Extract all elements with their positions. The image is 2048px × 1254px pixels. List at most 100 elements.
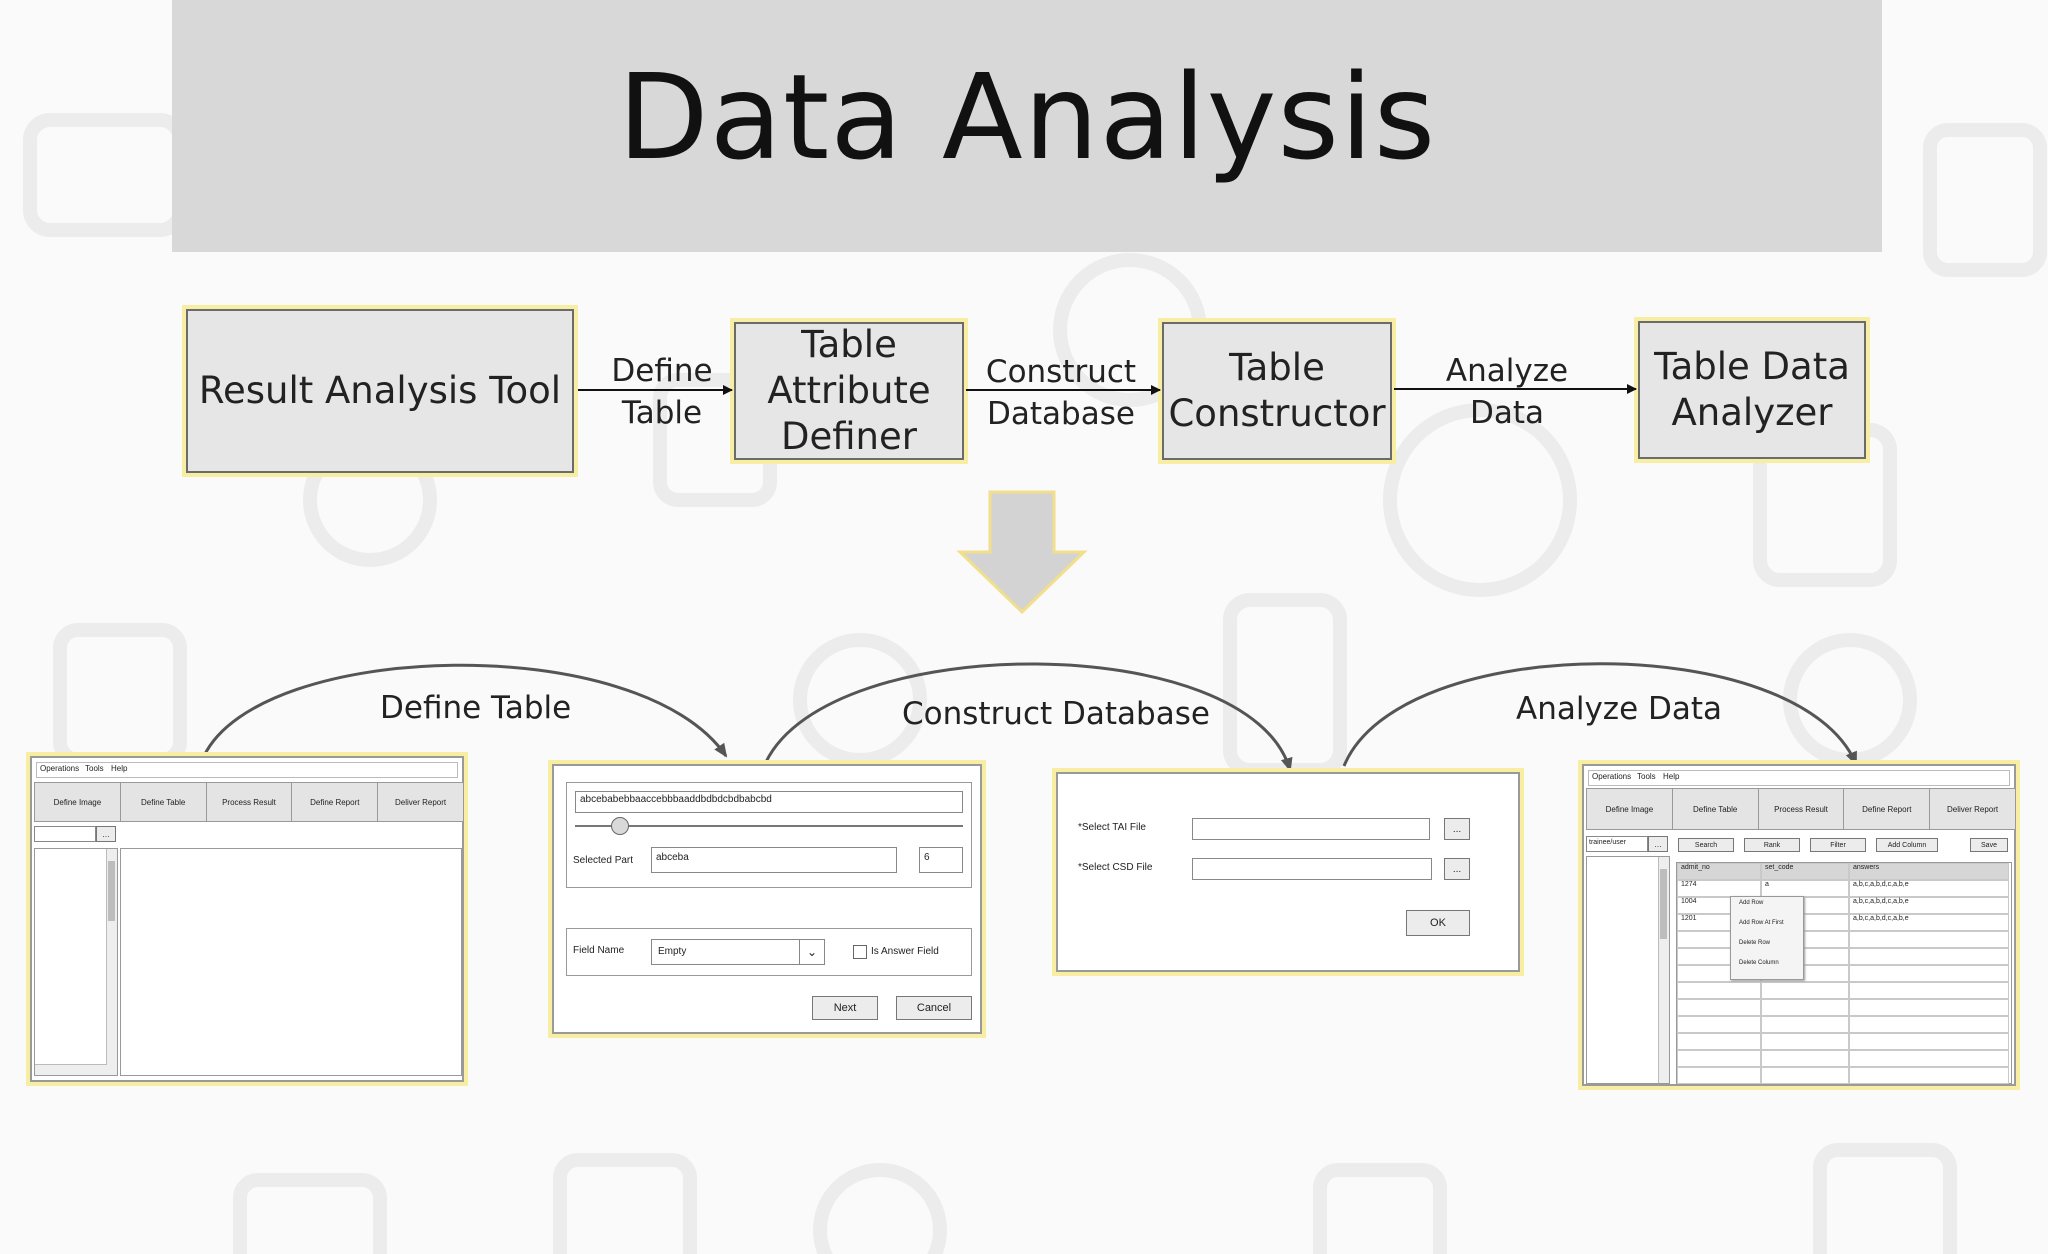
table-data-analyzer-window: Operations Tools Help Define Image Defin… [1582,764,2016,1086]
table-cell[interactable] [1849,1033,2009,1050]
flow-box-result-analysis-tool: Result Analysis Tool [186,309,574,473]
cancel-button[interactable]: Cancel [896,996,972,1020]
tai-file-label: *Select TAI File [1078,822,1146,833]
table-cell[interactable]: a,b,c,a,b,d,c,a,b,e [1849,880,2009,897]
tab-process-result[interactable]: Process Result [207,783,293,821]
table-cell[interactable] [1677,982,1761,999]
table-cell[interactable] [1761,1050,1849,1067]
tab-define-table[interactable]: Define Table [1673,789,1759,829]
table-cell[interactable] [1677,999,1761,1016]
table-cell[interactable] [1761,982,1849,999]
flow-box-table-data-analyzer: Table Data Analyzer [1638,321,1866,459]
ok-button[interactable]: OK [1406,910,1470,936]
table-cell[interactable] [1677,1033,1761,1050]
filter-button[interactable]: Filter [1810,838,1866,852]
context-menu: Add Row Add Row At First Delete Row Dele… [1730,896,1804,980]
column-header[interactable]: admit_no [1677,863,1761,880]
selected-part-field[interactable]: abceba [651,847,897,873]
table-cell[interactable] [1849,948,2009,965]
part-selection-group: abcebabebbaaccebbbaaddbdbdcbdbabcbd Sele… [566,782,972,888]
table-cell[interactable] [1849,931,2009,948]
tab-define-image[interactable]: Define Image [1587,789,1673,829]
tab-deliver-report[interactable]: Deliver Report [395,797,447,807]
tab-define-report[interactable]: Define Report [292,783,379,821]
table-cell[interactable] [1849,1016,2009,1033]
add-column-button[interactable]: Add Column [1876,838,1938,852]
table-cell[interactable] [1761,1067,1849,1084]
table-attribute-window: abcebabebbaaccebbbaaddbdbdcbdbabcbd Sele… [552,764,982,1034]
selector-button[interactable]: … [96,826,116,842]
field-name-dropdown[interactable]: Empty ⌄ [651,939,825,965]
answer-string-value: abcebabebbaaccebbbaaddbdbdcbdbabcbd [580,794,772,805]
tab-define-table[interactable]: Define Table [121,783,207,821]
slider-thumb[interactable] [611,817,629,835]
arc-label-construct-database: Construct Database [902,696,1210,732]
flow-box-table-attribute-definer: Table Attribute Definer [734,322,964,460]
tab-process-result[interactable]: Process Result [1759,789,1845,829]
vertical-scrollbar[interactable] [106,849,117,1075]
answer-string-field[interactable]: abcebabebbaaccebbbaaddbdbdcbdbabcbd [575,791,963,813]
tab-bar: Define Image Define Table Process Result… [34,782,464,822]
edge-label-analyze-data: Analyze Data [1445,353,1569,431]
user-select-field[interactable]: trainee/user [1586,836,1648,852]
tab-bar: Define Image Define Table Process Result… [1586,788,2016,830]
table-cell[interactable] [1849,982,2009,999]
part-number-field[interactable]: 6 [919,847,963,873]
page-title: Data Analysis [617,48,1437,186]
tab-define-report[interactable]: Define Report [1844,789,1931,829]
column-header[interactable]: set_code [1761,863,1849,880]
table-cell[interactable] [1677,1067,1761,1084]
user-select-button[interactable]: … [1648,836,1668,852]
selected-part-value: abceba [656,852,689,863]
table-cell[interactable]: a,b,c,a,b,d,c,a,b,e [1849,914,2009,931]
horizontal-scrollbar[interactable] [35,1064,107,1075]
csd-browse-button[interactable]: ... [1444,858,1470,880]
context-item-add-row-first[interactable]: Add Row At First [1739,920,1784,926]
table-cell[interactable] [1677,1050,1761,1067]
tab-define-image[interactable]: Define Image [35,783,121,821]
save-button[interactable]: Save [1970,838,2008,852]
next-button[interactable]: Next [812,996,878,1020]
table-cell[interactable]: a,b,c,a,b,d,c,a,b,e [1849,897,2009,914]
table-cell[interactable] [1849,965,2009,982]
column-header[interactable]: answers [1849,863,2009,880]
table-cell[interactable] [1677,1016,1761,1033]
table-cell[interactable]: 1274 [1677,880,1761,897]
tab-deliver-report[interactable]: Deliver Report [1947,804,1999,814]
menu-bar: Operations Tools Help [36,762,458,778]
slider-track[interactable] [575,825,963,827]
table-cell[interactable] [1761,999,1849,1016]
rank-button[interactable]: Rank [1744,838,1800,852]
table-cell[interactable] [1849,999,2009,1016]
tai-file-field[interactable] [1192,818,1430,840]
chevron-down-icon[interactable]: ⌄ [799,940,824,964]
tai-browse-button[interactable]: ... [1444,818,1470,840]
menu-tools[interactable]: Tools [85,764,104,773]
left-list-panel [1586,856,1670,1084]
answer-field-checkbox[interactable] [853,945,867,959]
context-item-delete-column[interactable]: Delete Column [1739,960,1779,966]
vertical-scrollbar[interactable] [1658,857,1669,1083]
csd-file-field[interactable] [1192,858,1432,880]
table-cell[interactable] [1849,1067,2009,1084]
context-item-delete-row[interactable]: Delete Row [1739,940,1771,946]
scroll-thumb[interactable] [108,861,115,921]
flow-box-label: Table Data Analyzer [1654,345,1850,434]
menu-tools[interactable]: Tools [1637,772,1656,781]
flow-box-label: Result Analysis Tool [198,369,562,412]
flow-box-table-constructor: Table Constructor [1162,322,1392,460]
menu-operations[interactable]: Operations [40,764,80,773]
search-button[interactable]: Search [1678,838,1734,852]
menu-operations[interactable]: Operations [1592,772,1632,781]
table-cell[interactable] [1761,1033,1849,1050]
scroll-thumb[interactable] [1660,869,1667,939]
table-cell[interactable] [1849,1050,2009,1067]
flow-box-label: Table Constructor [1168,346,1386,435]
selector-field[interactable] [34,826,96,842]
menu-help[interactable]: Help [111,764,128,773]
context-item-add-row[interactable]: Add Row [1739,900,1764,906]
table-cell[interactable]: a [1761,880,1849,897]
table-cell[interactable] [1761,1016,1849,1033]
menu-help[interactable]: Help [1663,772,1680,781]
